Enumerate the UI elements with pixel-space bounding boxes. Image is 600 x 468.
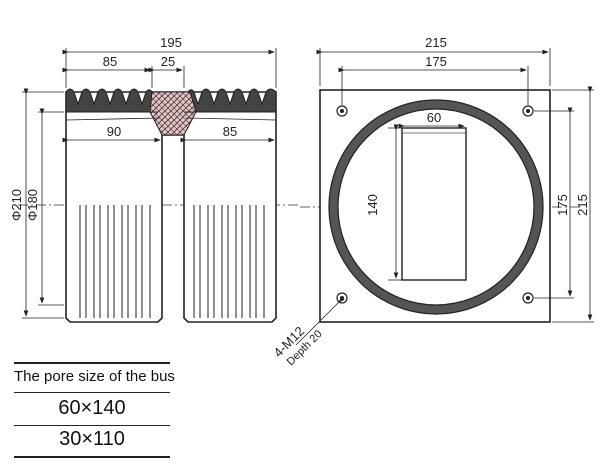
bus-slot (401, 127, 467, 281)
dim-outer-w-label: 215 (425, 35, 447, 50)
dim-slot-h-label: 140 (365, 194, 380, 216)
bottom-ribs (79, 205, 265, 318)
dim-right-inner-label: 85 (223, 124, 237, 139)
dim-hole-w-label: 175 (425, 54, 447, 69)
side-view: 195 85 25 90 85 Φ210 Φ180 (9, 35, 300, 323)
dim-mid-top-label: 25 (161, 54, 175, 69)
table-row-1: 60×140 (58, 397, 126, 419)
dim-slot-w-label: 60 (427, 110, 441, 125)
dim-hole-h-label: 175 (555, 194, 570, 216)
dim-inner-dia-label: Φ180 (25, 189, 40, 221)
dim-outer-h-label: 215 (575, 194, 590, 216)
dim-outer-dia-label: Φ210 (9, 189, 24, 221)
table-rule (14, 425, 170, 426)
front-view: 215 175 60 140 175 215 4-M12 Depth 20 (271, 35, 594, 368)
dim-left-inner-label: 90 (107, 124, 121, 139)
dim-left-top-label: 85 (103, 54, 117, 69)
table-bottom-rule (14, 456, 170, 458)
table-rule (14, 392, 170, 393)
table-title: The pore size of the bus (14, 368, 175, 385)
table-row-2: 30×110 (59, 428, 125, 450)
table-top-rule (14, 362, 170, 364)
dim-overall-label: 195 (160, 35, 182, 50)
top-flange-right (183, 88, 277, 113)
top-flange (65, 88, 159, 113)
dim-overall (22, 48, 277, 319)
